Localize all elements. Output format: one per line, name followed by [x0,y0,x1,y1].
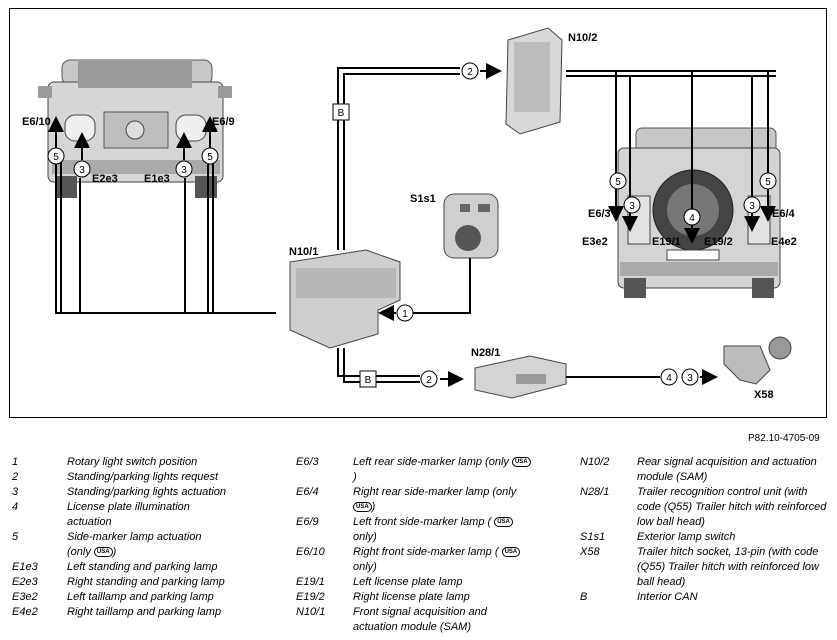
svg-text:B: B [338,108,345,119]
label-e3e2: E3e2 [582,236,608,248]
svg-text:4: 4 [689,213,695,224]
front-vehicle-image [38,59,232,198]
badge-4-rear: 4 [683,208,701,226]
label-e2e3: E2e3 [92,173,118,185]
badge-3-rear-left: 3 [623,196,641,214]
badge-3-rear-right: 3 [743,196,761,214]
badge-3-hitch: 3 [681,368,699,386]
svg-text:5: 5 [615,177,621,188]
badge-5-front-left: 5 [47,147,65,165]
badge-2-top: 2 [461,62,479,80]
svg-text:2: 2 [467,67,473,78]
svg-text:5: 5 [53,152,59,163]
label-x58: X58 [754,389,774,401]
badge-5-rear-left: 5 [609,172,627,190]
n10-1-module-image [289,249,401,349]
badge-4-hitch: 4 [660,368,678,386]
label-n10-1: N10/1 [289,246,319,258]
n10-2-module-image [505,27,563,135]
usa-icon: USA [501,547,521,558]
svg-text:3: 3 [749,201,755,212]
bus-b-box-bottom: B [359,370,377,388]
svg-text:2: 2 [426,375,432,386]
label-e1e3: E1e3 [144,173,170,185]
label-e4e2: E4e2 [771,236,797,248]
label-e19-2: E19/2 [704,236,733,248]
usa-icon: USA [353,502,372,513]
figure-reference: P82.10-4705-09 [748,433,820,444]
svg-text:5: 5 [765,177,771,188]
label-e6-4: E6/4 [772,208,795,220]
label-e6-3: E6/3 [588,208,611,220]
label-n28-1: N28/1 [471,347,501,359]
svg-text:3: 3 [181,165,187,176]
label-e6-9: E6/9 [212,116,235,128]
label-e19-1: E19/1 [652,236,681,248]
label-e6-10: E6/10 [22,116,51,128]
legend-column-2: E6/3 Left rear side-marker lamp (only US… [296,455,566,635]
badge-1: 1 [396,304,414,322]
badge-3-front-left: 3 [73,160,91,178]
usa-icon: USA [93,547,113,558]
svg-text:B: B [365,375,372,386]
svg-text:3: 3 [79,165,85,176]
label-s1s1: S1s1 [410,193,436,205]
badge-5-rear-right: 5 [759,172,777,190]
badge-2-bottom: 2 [420,370,438,388]
usa-icon: USA [511,457,531,468]
svg-text:3: 3 [629,201,635,212]
svg-text:4: 4 [666,373,672,384]
usa-icon: USA [494,517,513,528]
svg-text:1: 1 [402,309,408,320]
bus-b-box-top: B [332,103,350,121]
badge-5-front-right: 5 [201,147,219,165]
n28-1-module-image [474,355,567,399]
svg-text:5: 5 [207,152,213,163]
svg-text:3: 3 [687,373,693,384]
badge-3-front-right: 3 [175,160,193,178]
x58-hitch-image [723,336,792,385]
s1s1-switch-image [443,193,499,259]
label-n10-2: N10/2 [568,32,598,44]
